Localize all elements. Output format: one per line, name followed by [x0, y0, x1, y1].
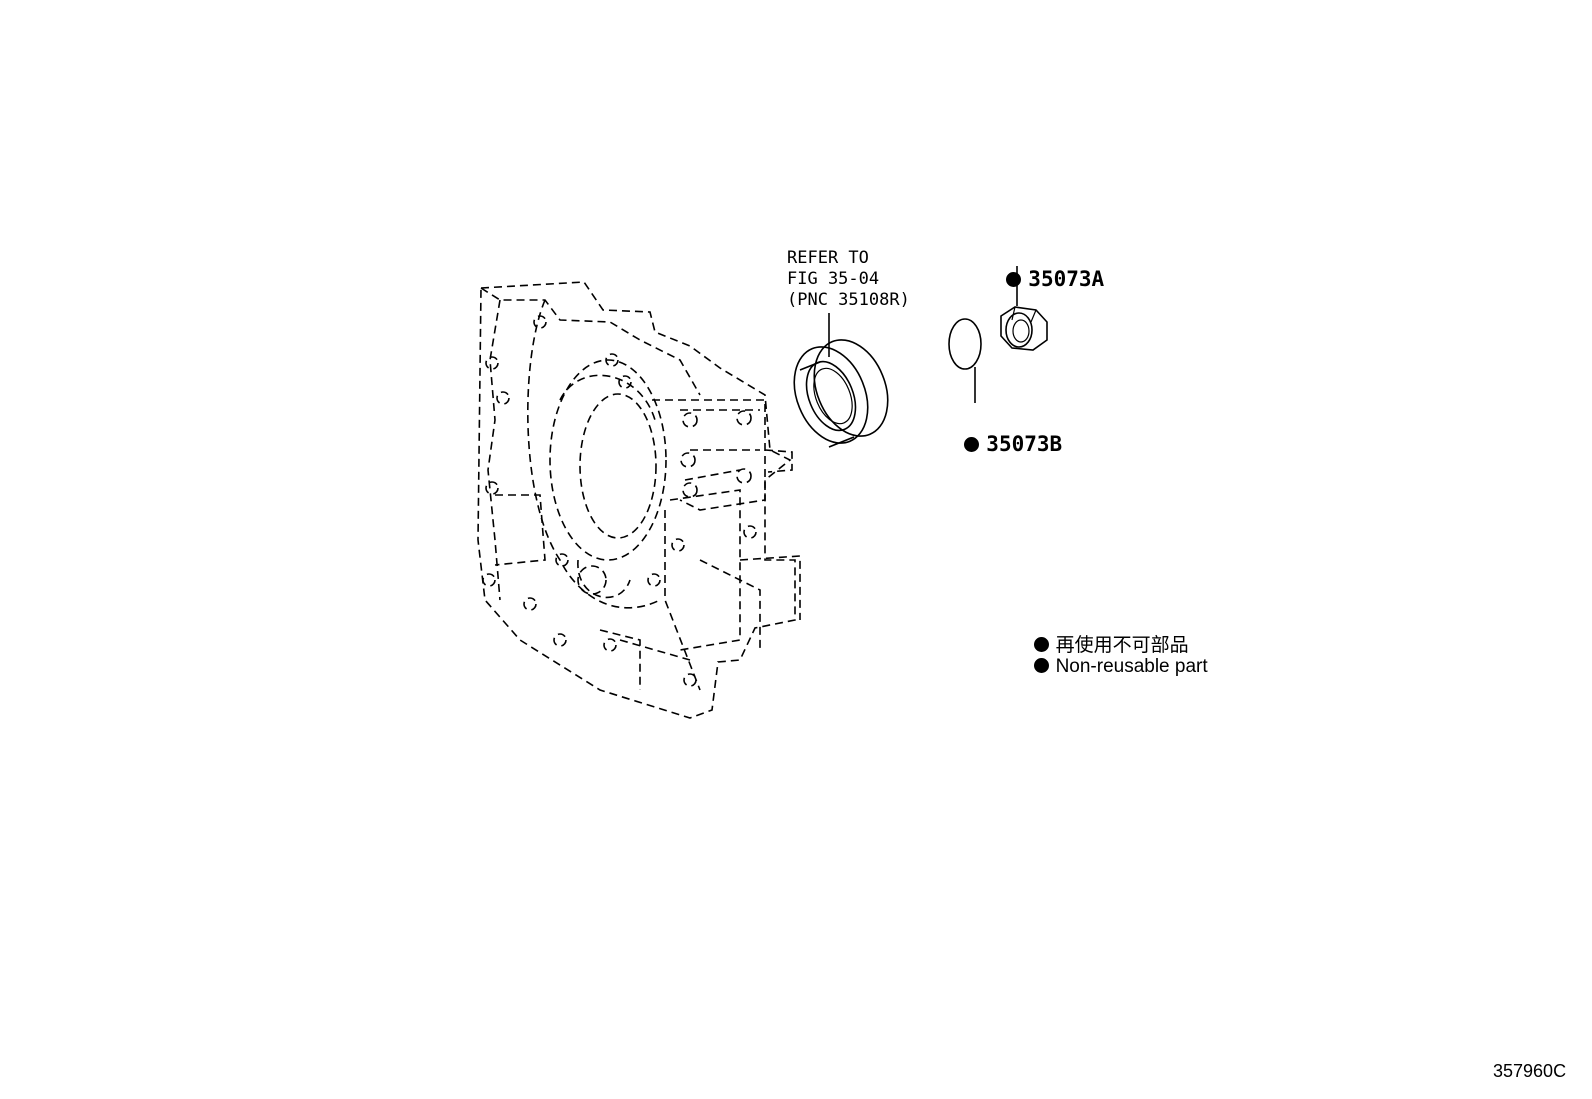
legend-en-text: Non-reusable part — [1055, 656, 1208, 677]
illustration-code: 357960C — [1493, 1061, 1567, 1081]
oil-seal — [793, 313, 889, 448]
part-number-35073b[interactable]: 35073B — [986, 432, 1063, 456]
refer-to-text-line1: REFER TO — [787, 248, 869, 268]
part-number-35073a[interactable]: 35073A — [1028, 267, 1105, 291]
non-reusable-marker-icon — [964, 437, 980, 452]
refer-to-text-line2: FIG 35-04 — [787, 269, 880, 289]
legend-jp-text: 再使用不可部品 — [1055, 635, 1189, 656]
legend-en: Non-reusable part — [1023, 634, 1208, 678]
refer-to-text-line3: (PNC 35108R) — [787, 290, 910, 310]
part-label-35073a[interactable]: 35073A — [981, 243, 1104, 291]
transmission-case-phantom — [477, 281, 801, 719]
o-ring-part — [948, 318, 982, 403]
non-reusable-marker-icon — [1033, 658, 1049, 673]
non-reusable-marker-icon — [1006, 272, 1022, 287]
part-label-35073b[interactable]: 35073B — [939, 408, 1062, 456]
legend-jp: 再使用不可部品 — [1023, 608, 1189, 657]
non-reusable-marker-icon — [1033, 637, 1049, 652]
